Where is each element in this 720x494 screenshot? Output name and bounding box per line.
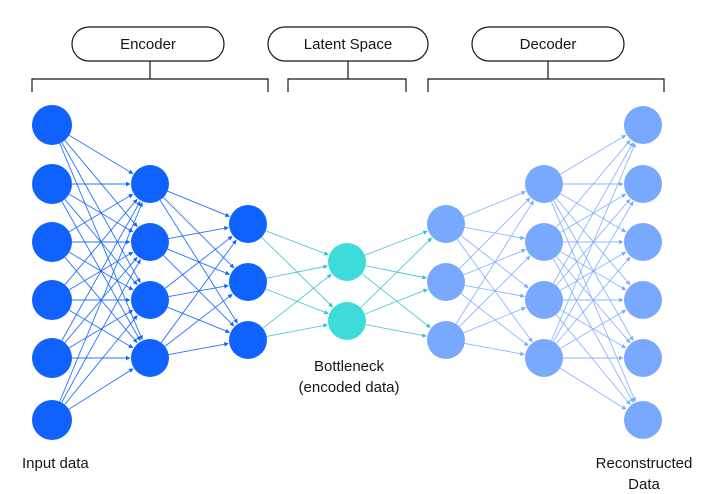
connection-l5-3-1 bbox=[553, 201, 634, 342]
connection-l0-5-2 bbox=[64, 315, 138, 405]
connection-l0-0-1 bbox=[64, 140, 138, 228]
connection-l0-4-2 bbox=[68, 309, 134, 349]
connection-l3-0-2 bbox=[361, 273, 431, 328]
node-layer0-3 bbox=[32, 280, 72, 320]
node-layer5-2 bbox=[525, 281, 563, 319]
node-layer6-5 bbox=[624, 401, 662, 439]
connection-l1-3-1 bbox=[164, 293, 233, 347]
connection-l4-0-0 bbox=[463, 191, 526, 218]
connection-l5-2-0 bbox=[553, 142, 634, 284]
bottleneck-caption-line2: (encoded data) bbox=[299, 379, 400, 396]
connection-l3-0-1 bbox=[365, 265, 427, 280]
connection-l2-1-0 bbox=[266, 264, 328, 279]
decoder-bracket bbox=[427, 61, 665, 92]
node-layer0-5 bbox=[32, 400, 72, 440]
node-layer1-1 bbox=[131, 223, 169, 261]
node-layer4-2 bbox=[427, 321, 465, 359]
connection-l1-1-1 bbox=[167, 248, 230, 275]
latent-space-bracket bbox=[287, 61, 407, 92]
connection-l0-5-0 bbox=[59, 202, 143, 402]
node-layer6-1 bbox=[624, 165, 662, 203]
network-nodes bbox=[32, 105, 662, 440]
connection-l5-0-0 bbox=[560, 134, 627, 175]
encoder-section-label: Encoder bbox=[71, 26, 225, 62]
node-layer6-3 bbox=[624, 281, 662, 319]
node-layer1-0 bbox=[131, 165, 169, 203]
connection-l2-0-0 bbox=[265, 230, 329, 256]
node-layer3-1 bbox=[328, 302, 366, 340]
connection-l5-1-0 bbox=[555, 139, 631, 228]
connection-l0-3-0 bbox=[64, 198, 138, 285]
connection-l0-4-0 bbox=[61, 201, 141, 341]
node-layer0-1 bbox=[32, 164, 72, 204]
node-layer2-1 bbox=[229, 263, 267, 301]
connection-l5-3-0 bbox=[550, 142, 636, 341]
connection-l1-3-2 bbox=[168, 342, 229, 356]
connection-l3-1-1 bbox=[364, 288, 428, 315]
connection-l5-3-5 bbox=[559, 367, 627, 410]
connection-l4-2-2 bbox=[463, 307, 526, 334]
connection-l4-1-3 bbox=[460, 293, 529, 347]
node-layer1-3 bbox=[131, 339, 169, 377]
decoder-label: Decoder bbox=[520, 36, 577, 53]
bottleneck-caption-line1: Bottleneck bbox=[314, 358, 385, 375]
network-connections bbox=[59, 134, 636, 410]
reconstructed-data-caption-line1: Reconstructed bbox=[596, 455, 693, 472]
node-layer0-0 bbox=[32, 105, 72, 145]
connection-l2-2-0 bbox=[262, 274, 332, 329]
node-layer2-0 bbox=[229, 205, 267, 243]
connection-l5-0-5 bbox=[550, 201, 636, 403]
connection-l2-2-1 bbox=[266, 323, 328, 337]
reconstructed-data-caption-line2: Data bbox=[628, 476, 660, 493]
encoder-bracket bbox=[31, 61, 269, 92]
connection-l3-1-2 bbox=[365, 324, 427, 338]
connection-l1-0-0 bbox=[167, 190, 230, 217]
node-layer4-0 bbox=[427, 205, 465, 243]
latent-space-label: Latent Space bbox=[304, 36, 392, 53]
connection-l0-5-3 bbox=[68, 368, 134, 410]
connection-l1-2-0 bbox=[164, 235, 233, 289]
node-layer0-2 bbox=[32, 222, 72, 262]
decoder-section-label: Decoder bbox=[471, 26, 625, 62]
connection-l0-2-0 bbox=[68, 193, 134, 233]
connection-l4-2-1 bbox=[459, 255, 531, 327]
node-layer1-2 bbox=[131, 281, 169, 319]
connection-l1-2-2 bbox=[167, 306, 230, 333]
connection-l1-3-0 bbox=[160, 239, 237, 343]
connection-l4-2-0 bbox=[455, 200, 534, 325]
node-layer5-0 bbox=[525, 165, 563, 203]
connection-l5-3-2 bbox=[555, 256, 631, 344]
node-layer4-1 bbox=[427, 263, 465, 301]
connection-l4-1-0 bbox=[459, 197, 531, 269]
connection-l0-4-1 bbox=[64, 256, 138, 343]
node-layer6-2 bbox=[624, 223, 662, 261]
node-layer0-4 bbox=[32, 338, 72, 378]
connection-l5-3-3 bbox=[560, 309, 627, 349]
input-data-caption: Input data bbox=[22, 455, 89, 472]
connection-l4-2-3 bbox=[464, 342, 525, 356]
connection-l1-1-0 bbox=[168, 226, 229, 240]
encoder-label: Encoder bbox=[120, 36, 176, 53]
latent-space-section-label: Latent Space bbox=[267, 26, 429, 62]
connection-l3-1-0 bbox=[360, 237, 433, 309]
node-layer5-3 bbox=[525, 339, 563, 377]
connection-l5-2-5 bbox=[555, 314, 631, 405]
node-layer2-2 bbox=[229, 321, 267, 359]
connection-l5-1-5 bbox=[552, 258, 634, 403]
node-layer3-0 bbox=[328, 243, 366, 281]
node-layer6-4 bbox=[624, 339, 662, 377]
connection-l4-0-2 bbox=[460, 235, 529, 289]
connection-l0-5-1 bbox=[61, 259, 141, 403]
connection-l3-0-0 bbox=[364, 230, 428, 256]
node-layer5-1 bbox=[525, 223, 563, 261]
node-layer6-0 bbox=[624, 106, 662, 144]
connection-l0-0-0 bbox=[68, 134, 134, 175]
